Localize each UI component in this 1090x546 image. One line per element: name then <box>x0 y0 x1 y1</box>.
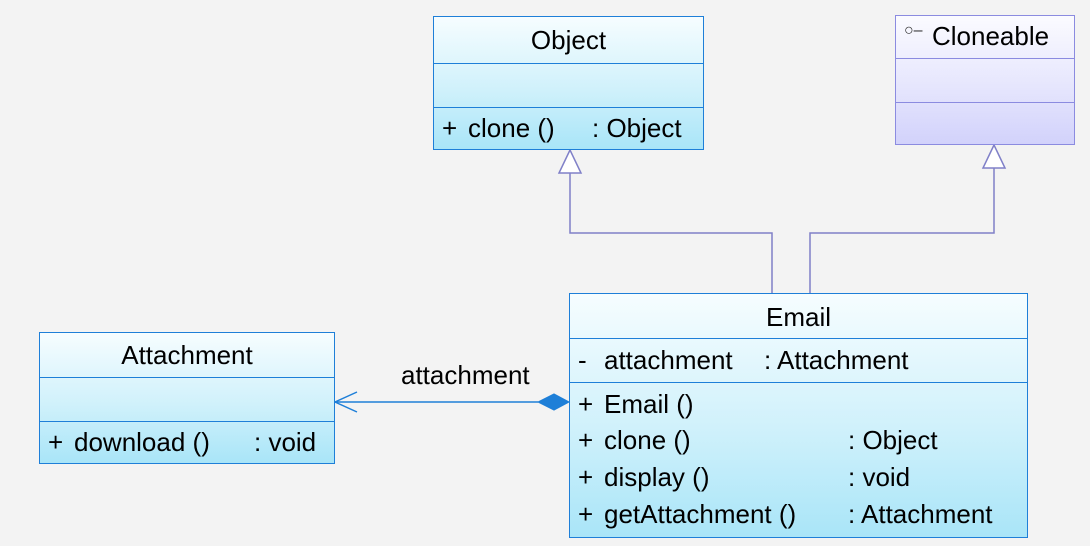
interface-cloneable[interactable]: ○‒ Cloneable <box>895 15 1075 145</box>
realization-edge-email-cloneable[interactable] <box>809 168 995 293</box>
association-open-arrowhead <box>333 391 358 413</box>
generalization-arrowhead-object <box>557 148 583 174</box>
operations-compartment: +download () : void <box>40 421 334 465</box>
attributes-compartment <box>40 377 334 421</box>
class-name: Object <box>530 25 607 55</box>
operations-compartment: +Email () +clone () : Object +display ()… <box>570 382 1027 539</box>
operation-row: +Email () <box>578 389 694 419</box>
attributes-compartment: -attachment : Attachment <box>570 338 1027 382</box>
generalization-edge-email-object[interactable] <box>569 173 773 293</box>
class-name: Email <box>765 302 831 332</box>
operation-row: +display () : void <box>578 462 911 492</box>
attribute-row: -attachment : Attachment <box>578 345 909 375</box>
interface-lollipop-icon: ○‒ <box>904 22 923 39</box>
class-name: Cloneable <box>932 21 1050 51</box>
operation-row: +clone () : Object <box>442 113 682 143</box>
operations-compartment: +clone () : Object <box>434 107 703 151</box>
composition-diamond <box>536 393 571 411</box>
attributes-compartment <box>896 58 1074 102</box>
class-attachment[interactable]: Attachment +download () : void <box>39 332 335 464</box>
operations-compartment <box>896 102 1074 146</box>
class-email[interactable]: Email -attachment : Attachment +Email ()… <box>569 293 1028 538</box>
association-role-label: attachment <box>401 360 530 390</box>
operation-row: +clone () : Object <box>578 425 938 455</box>
class-object[interactable]: Object +clone () : Object <box>433 16 704 150</box>
class-name: Attachment <box>121 340 253 370</box>
operation-row: +download () : void <box>48 427 317 457</box>
operation-row: +getAttachment () : Attachment <box>578 499 993 529</box>
realization-arrowhead-cloneable <box>981 143 1007 169</box>
attributes-compartment <box>434 63 703 107</box>
